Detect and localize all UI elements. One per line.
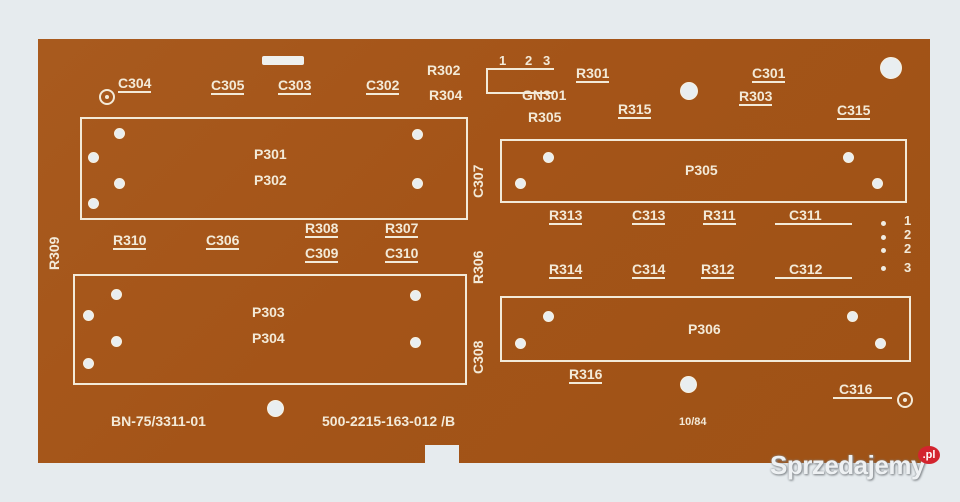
- label-c306: C306: [206, 232, 240, 250]
- mounting-slot: [262, 56, 304, 65]
- module-frame-p301-p302: [80, 117, 468, 220]
- label-c316: C316: [833, 382, 893, 399]
- label-p306: P306: [688, 321, 721, 337]
- label-c301: C301: [752, 65, 786, 83]
- edge-pad: [881, 266, 886, 271]
- label-r316: R316: [569, 366, 603, 384]
- connector-outline: [486, 68, 554, 94]
- label-c307: C307: [470, 164, 486, 198]
- label-r310: R310: [113, 232, 147, 250]
- edge-pad: [881, 235, 886, 240]
- label-p304: P304: [252, 330, 285, 346]
- label-p305: P305: [685, 162, 718, 178]
- label-c305: C305: [211, 77, 245, 95]
- label-c315: C315: [837, 102, 871, 120]
- label-r307: R307: [385, 220, 419, 238]
- label-r315: R315: [618, 101, 652, 119]
- pad-hole: [111, 289, 122, 300]
- edge-pad-label-2b: 2: [904, 241, 912, 256]
- date-code: 10/84: [679, 416, 707, 428]
- label-c302: C302: [366, 77, 400, 95]
- pad-hole: [843, 152, 854, 163]
- pad-hole: [111, 336, 122, 347]
- label-c312: C312: [775, 262, 853, 279]
- label-r311: R311: [703, 207, 736, 225]
- label-c310: C310: [385, 245, 419, 263]
- pad-hole: [543, 152, 554, 163]
- label-r303: R303: [739, 88, 773, 106]
- mounting-hole: [680, 82, 698, 100]
- label-c314: C314: [632, 261, 666, 279]
- label-c311: C311: [775, 208, 852, 225]
- board-notch: [425, 445, 459, 465]
- pad-hole: [515, 178, 526, 189]
- label-c313: C313: [632, 207, 666, 225]
- pad-hole: [515, 338, 526, 349]
- edge-pad-label-3: 3: [904, 260, 912, 275]
- pad-hole: [543, 311, 554, 322]
- pad-hole: [88, 152, 99, 163]
- watermark-text: Sprzedajemy: [770, 450, 925, 480]
- module-frame-p303-p304: [73, 274, 467, 385]
- pad-hole: [410, 337, 421, 348]
- pad-hole: [412, 129, 423, 140]
- label-p302: P302: [254, 172, 287, 188]
- mounting-hole: [880, 57, 902, 79]
- label-r313: R313: [549, 207, 583, 225]
- pad-hole: [875, 338, 886, 349]
- pad-hole: [88, 198, 99, 209]
- label-r306: R306: [470, 250, 486, 284]
- pad-hole: [412, 178, 423, 189]
- module-frame-p306: [500, 296, 911, 362]
- pad-hole: [410, 290, 421, 301]
- label-c303: C303: [278, 77, 312, 95]
- polarity-ring-c316: [897, 392, 913, 408]
- pad-hole: [114, 178, 125, 189]
- pad-hole: [83, 310, 94, 321]
- label-p303: P303: [252, 304, 285, 320]
- label-c309: C309: [305, 245, 339, 263]
- mounting-hole: [267, 400, 284, 417]
- polarity-ring-c304: [99, 89, 115, 105]
- label-r312: R312: [701, 261, 735, 279]
- mounting-hole: [680, 376, 697, 393]
- edge-pad-label-2a: 2: [904, 227, 912, 242]
- connector-pin-2: 2: [525, 53, 533, 68]
- label-r305: R305: [528, 109, 562, 125]
- edge-pad: [881, 248, 886, 253]
- label-c304: C304: [118, 75, 152, 93]
- part-number: 500-2215-163-012 /B: [322, 413, 456, 429]
- label-r301: R301: [576, 65, 610, 83]
- label-c308: C308: [470, 340, 486, 374]
- pad-hole: [847, 311, 858, 322]
- label-p301: P301: [254, 146, 287, 162]
- pad-hole: [114, 128, 125, 139]
- label-r304: R304: [429, 87, 463, 103]
- pcb-board: [38, 39, 930, 463]
- pad-hole: [872, 178, 883, 189]
- label-r314: R314: [549, 261, 583, 279]
- label-r308: R308: [305, 220, 339, 238]
- connector-label: GN301: [522, 87, 567, 103]
- edge-pad-label-1: 1: [904, 213, 912, 228]
- module-frame-p305: [500, 139, 907, 203]
- label-r309: R309: [46, 236, 62, 270]
- connector-pin-1: 1: [499, 53, 507, 68]
- label-r302: R302: [427, 62, 461, 78]
- edge-pad: [881, 221, 886, 226]
- standard-code: BN-75/3311-01: [111, 413, 206, 429]
- watermark-badge: .pl: [918, 446, 940, 464]
- pad-hole: [83, 358, 94, 369]
- connector-pin-3: 3: [543, 53, 551, 68]
